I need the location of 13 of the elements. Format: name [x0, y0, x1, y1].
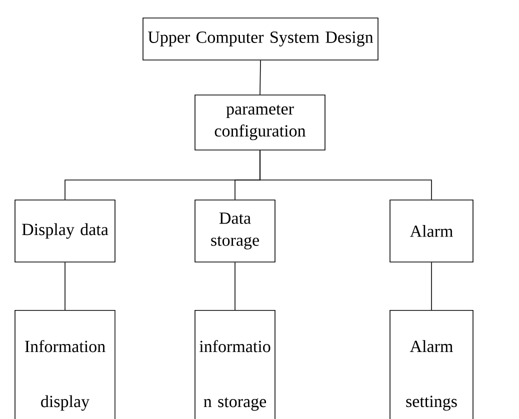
process-box: Alarm	[390, 200, 474, 262]
process-box: parameter configuration	[194, 94, 326, 150]
connector-line	[234, 262, 236, 310]
connector-line	[260, 150, 432, 200]
process-box: informatio n storage	[194, 310, 276, 419]
connector-line	[431, 262, 432, 310]
process-box: Information display	[14, 310, 116, 419]
connector-line	[260, 60, 261, 95]
process-box: Data storage	[194, 200, 276, 262]
process-box: Alarm settings	[390, 310, 474, 419]
title-box: Upper Computer System Design	[142, 18, 378, 60]
connector-line	[64, 262, 66, 310]
process-box: Display data	[14, 200, 116, 262]
